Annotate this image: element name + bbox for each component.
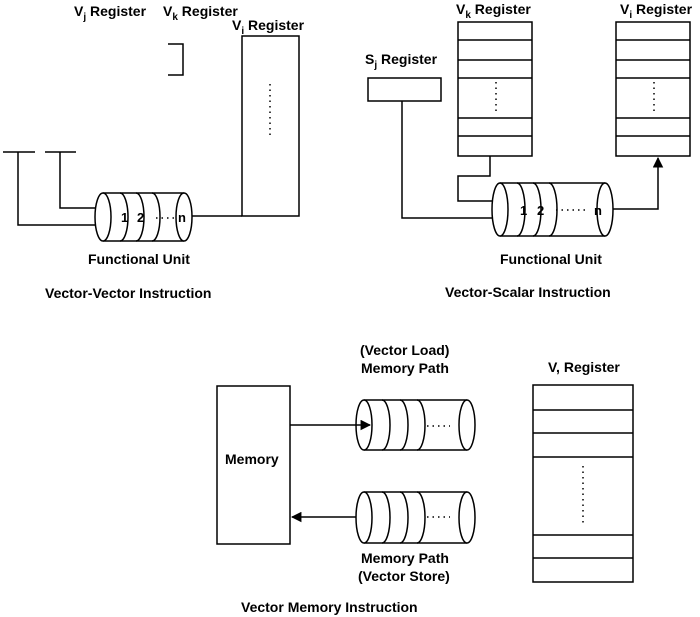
vs-vi-register-label: Vi Register xyxy=(620,1,693,21)
sj-register-label: Sj Register xyxy=(365,51,438,71)
vs-vk-input-wire xyxy=(457,156,510,207)
vi-register xyxy=(241,35,300,217)
vi-register-label: Vi Register xyxy=(232,17,305,37)
vector-scalar-section: Sj Register Vk Register Vi Register xyxy=(365,1,693,300)
vs-caption: Vector-Scalar Instruction xyxy=(445,284,611,300)
vs-cell-1: 1 xyxy=(520,203,527,218)
vs-vk-register-label: Vk Register xyxy=(456,1,531,21)
vv-cell-n: n xyxy=(178,210,186,225)
vs-output-wire xyxy=(613,156,664,210)
vk-register-fragment xyxy=(168,43,184,76)
vs-vk-register xyxy=(457,21,533,157)
store-path-label-line1: Memory Path xyxy=(361,550,449,566)
vs-unit-label: Functional Unit xyxy=(500,251,602,267)
memory-label: Memory xyxy=(225,451,279,467)
load-path-label-line2: Memory Path xyxy=(361,360,449,376)
vs-cell-n: n xyxy=(594,203,602,218)
sj-input-wire xyxy=(401,101,510,224)
vm-caption: Vector Memory Instruction xyxy=(241,599,418,615)
vs-vi-register xyxy=(615,21,691,157)
v-register xyxy=(532,384,634,583)
vv-unit-label: Functional Unit xyxy=(88,251,190,267)
sj-register xyxy=(367,77,442,102)
vector-memory-section: Memory (Vector Load) Memory Path xyxy=(216,342,634,615)
vv-cell-2: 2 xyxy=(137,210,144,225)
v-register-label: V, Register xyxy=(548,359,620,375)
vk-register-label: Vk Register xyxy=(163,3,238,23)
vv-functional-unit: 1 2 n xyxy=(94,192,193,242)
vj-input-wire xyxy=(17,152,112,231)
vj-register-label: Vj Register xyxy=(74,3,147,23)
vv-caption: Vector-Vector Instruction xyxy=(45,285,211,301)
vs-cell-2: 2 xyxy=(537,203,544,218)
vector-vector-section: Vj Register Vk Register Vi Register 1 2 … xyxy=(3,3,305,301)
load-path-label-line1: (Vector Load) xyxy=(360,342,449,358)
vk-input-wire xyxy=(59,152,112,214)
memory-block xyxy=(216,385,291,545)
load-path-pipeline xyxy=(355,399,476,451)
store-path-pipeline xyxy=(355,491,476,544)
store-path-label-line2: (Vector Store) xyxy=(358,568,450,584)
vv-cell-1: 1 xyxy=(121,210,128,225)
vs-functional-unit: 1 2 n xyxy=(491,182,614,237)
